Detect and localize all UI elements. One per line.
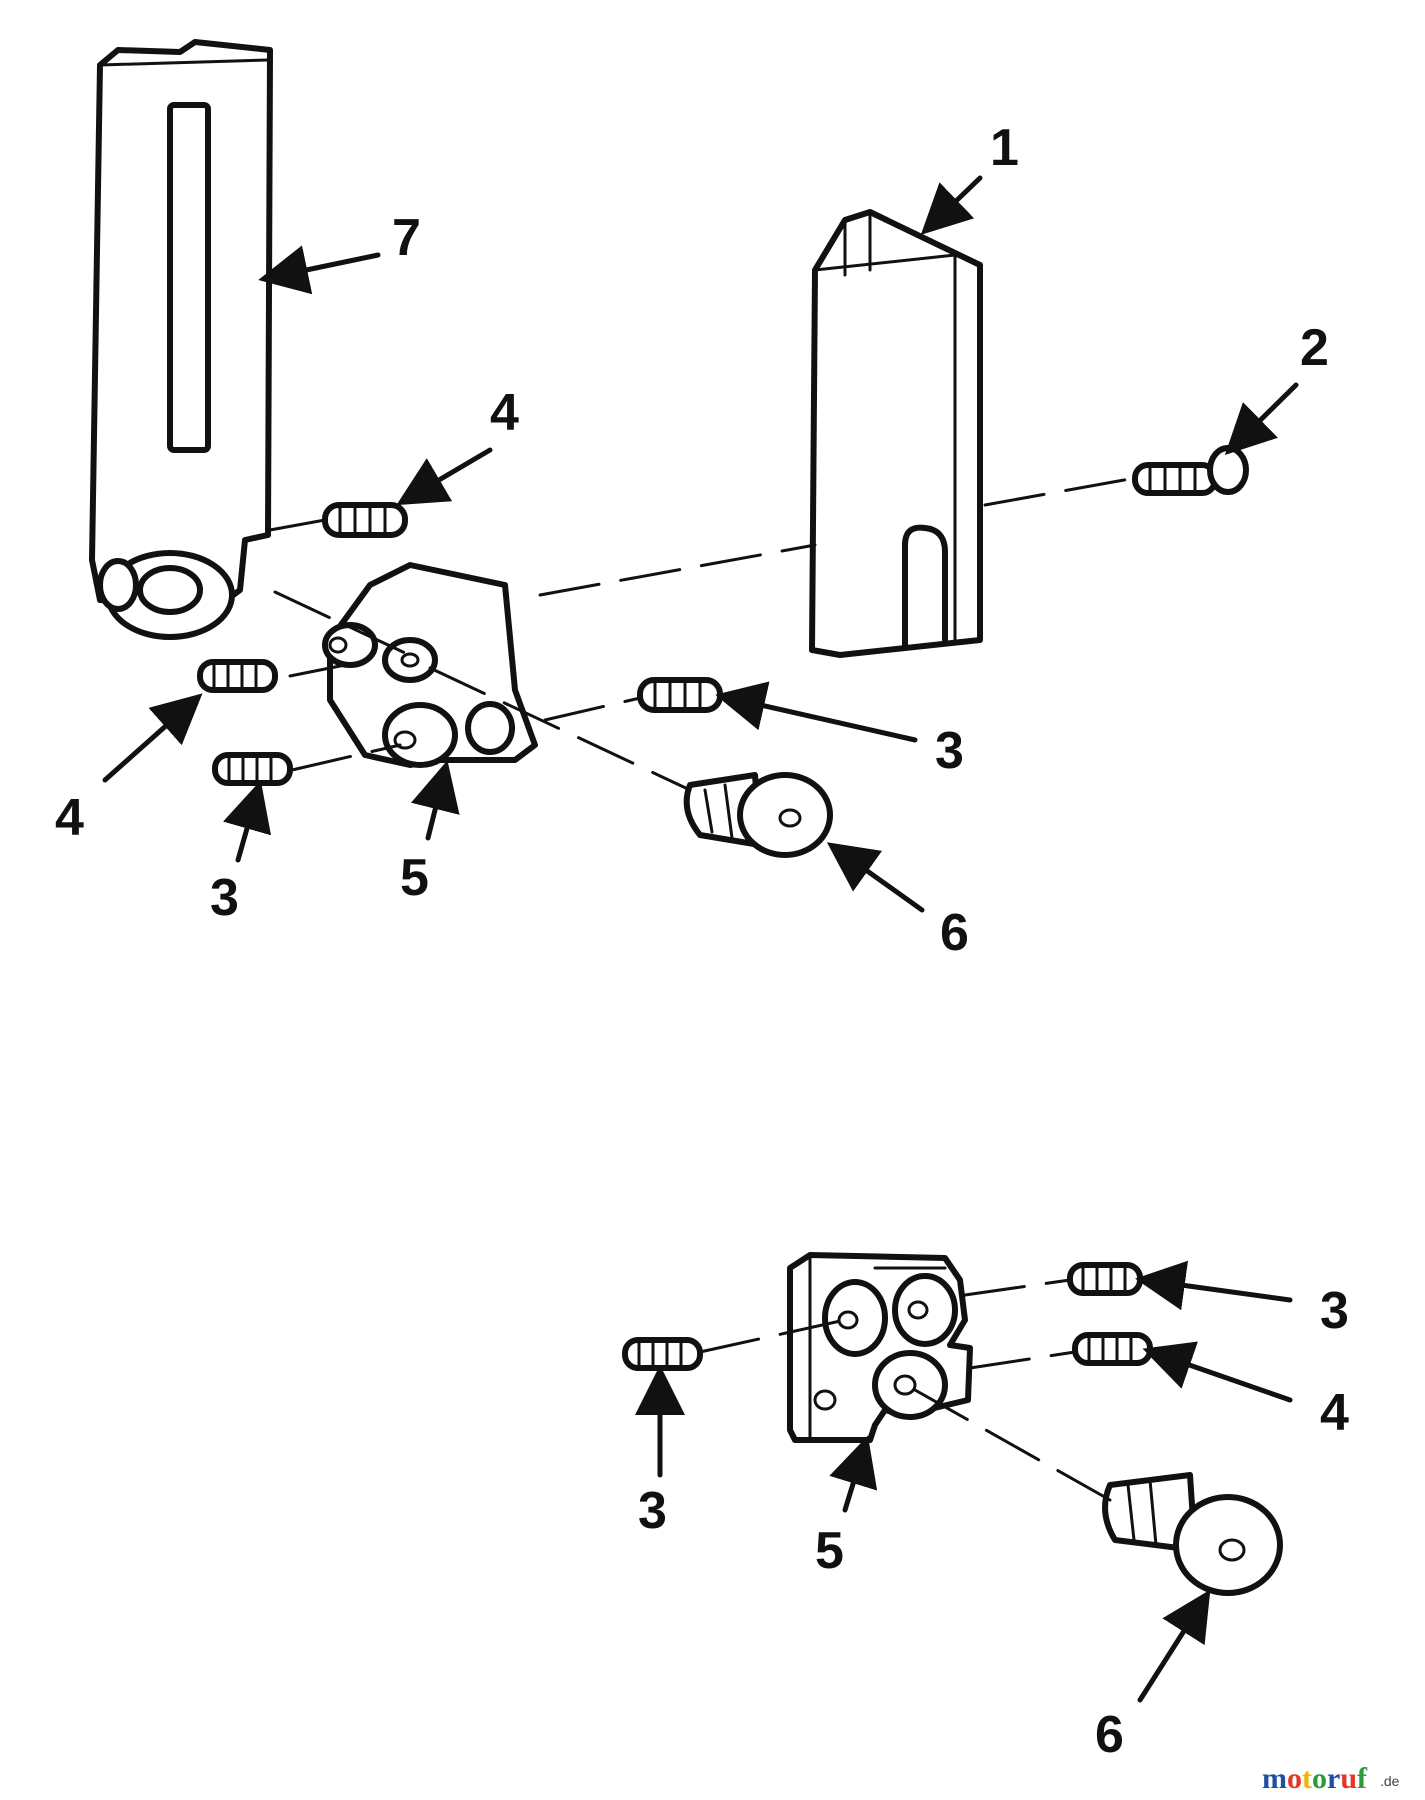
leader-arrow-4-bottom-right [1142,1341,1293,1403]
part-5-hinge-block-bottom [787,1252,973,1443]
logo-letter: o [1287,1762,1302,1795]
leader-arrow-3-bottom-right [1135,1260,1293,1311]
leader-arrow-6-top [826,842,925,913]
leader-arrow-5-top [411,760,460,841]
callout-3-bottom-right: 3 [1320,1282,1349,1340]
screw-4-bottom-right [1072,1332,1153,1366]
assembly-line [968,1350,1077,1370]
assembly-line [290,743,402,772]
callout-5-top: 5 [400,849,429,907]
leader-arrow-3-top-left [222,780,272,863]
callout-3-top-right: 3 [935,722,964,780]
callout-4-bottom-right: 4 [1320,1384,1349,1442]
assembly-line [538,543,817,597]
screw-4-left [197,659,278,693]
screw-3-top-right [637,677,723,713]
assembly-line [963,1278,1072,1297]
leader-arrow-4-left [102,693,203,783]
part-1-angle-bracket [809,209,983,658]
logo-letter: t [1302,1762,1312,1795]
leader-arrow-1 [920,175,983,235]
callout-4-left: 4 [55,789,84,847]
assembly-line [268,518,327,532]
screw-3-left [212,752,293,786]
logo-tld: .de [1380,1773,1400,1789]
leader-arrow-2 [1224,382,1299,456]
screw-3-bottom-right [1067,1262,1143,1296]
leader-arrow-5-bottom [829,1435,878,1513]
assembly-line [983,476,1137,507]
assembly-line [698,1318,847,1354]
assembly-line [288,663,347,678]
screw-3-bottom-left [622,1337,703,1371]
logo-letter: o [1312,1762,1327,1795]
leader-arrow-6-bottom [1137,1589,1211,1703]
assembly-line [273,590,422,662]
logo-letter: f [1357,1762,1368,1795]
part-6-pin-bottom [1102,1472,1283,1596]
callout-1: 1 [990,119,1019,177]
callout-3-bottom-left: 3 [638,1482,667,1540]
svg-text:motoruf: motoruf [1262,1762,1368,1795]
logo-letter: u [1340,1762,1357,1795]
leader-arrow-4-top [396,447,493,506]
callout-6-bottom: 6 [1095,1706,1124,1764]
part-5-hinge-block-top [322,562,538,768]
callout-3-top-left: 3 [210,869,239,927]
callout-7: 7 [392,209,421,267]
assembly-line [428,666,692,792]
callout-6-top: 6 [940,904,969,962]
motoruf-logo: motoruf .de [1262,1762,1400,1795]
assembly-line [543,696,642,722]
part-6-pin-top [683,772,833,858]
assembly-line [913,1388,1112,1502]
callout-2: 2 [1300,319,1329,377]
screw-2 [1132,445,1249,496]
part-7-slotted-bar [89,39,273,640]
logo-letter: r [1327,1762,1340,1795]
logo-letter: m [1262,1762,1287,1795]
callout-5-bottom: 5 [815,1522,844,1580]
screw-4-top [322,502,408,538]
leader-arrow-7 [258,245,381,295]
leader-arrow-3-top-right [715,681,918,743]
callout-4-top: 4 [490,384,519,442]
